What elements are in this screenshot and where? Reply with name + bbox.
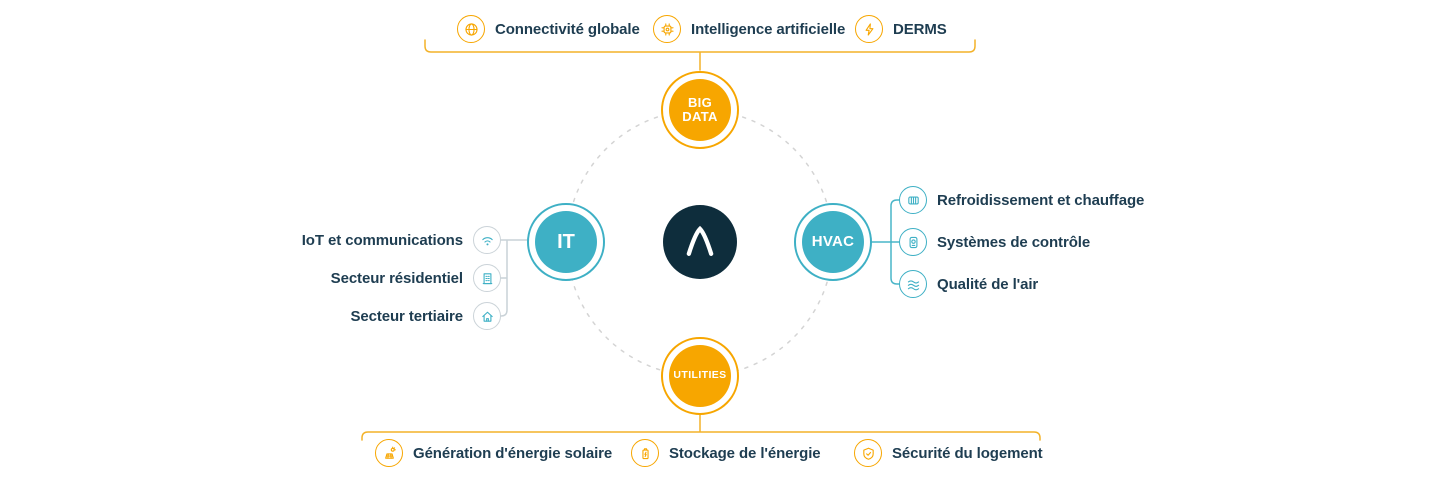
item-label: Connectivité globale (495, 20, 640, 38)
building-icon (473, 264, 501, 292)
item-stockage-energie: Stockage de l'énergie (631, 439, 821, 467)
node-big-data-label: BIG DATA (669, 79, 731, 141)
item-secteur-tertiaire: Secteur tertiaire (350, 302, 501, 330)
item-securite-du-logement: Sécurité du logement (854, 439, 1043, 467)
battery-icon (631, 439, 659, 467)
air-quality-icon (899, 270, 927, 298)
ai-chip-icon (653, 15, 681, 43)
item-label: Secteur tertiaire (350, 307, 463, 325)
control-system-icon (899, 228, 927, 256)
center-logo (663, 205, 737, 279)
item-label: DERMS (893, 20, 947, 38)
item-label: IoT et communications (301, 231, 463, 249)
cooling-heating-icon (899, 186, 927, 214)
node-hvac: HVAC (794, 203, 872, 281)
item-qualite-de-lair: Qualité de l'air (899, 270, 1038, 298)
node-big-data: BIG DATA (661, 71, 739, 149)
item-label: Intelligence artificielle (691, 20, 846, 38)
node-it: IT (527, 203, 605, 281)
solar-panel-icon (375, 439, 403, 467)
item-iot-et-communications: IoT et communications (302, 226, 501, 254)
lightning-icon (855, 15, 883, 43)
node-it-label: IT (535, 211, 597, 273)
item-systemes-de-controle: Systèmes de contrôle (899, 228, 1090, 256)
home-security-icon (854, 439, 882, 467)
item-intelligence-artificielle: Intelligence artificielle (653, 15, 845, 43)
item-refroidissement-chauffage: Refroidissement et chauffage (899, 186, 1144, 214)
item-label: Sécurité du logement (892, 444, 1043, 462)
item-connectivite-globale: Connectivité globale (457, 15, 640, 43)
bottom-bracket-line (361, 414, 1041, 441)
home-icon (473, 302, 501, 330)
globe-icon (457, 15, 485, 43)
logo-a-icon (686, 225, 714, 256)
node-utilities: UTILITIES (661, 337, 739, 415)
item-label: Qualité de l'air (937, 275, 1039, 293)
right-bracket-line (871, 199, 900, 285)
node-utilities-label: UTILITIES (669, 345, 731, 407)
node-hvac-label: HVAC (802, 211, 864, 273)
item-derms: DERMS (855, 15, 947, 43)
left-bracket-line (500, 239, 528, 317)
item-generation-energie-solaire: Génération d'énergie solaire (375, 439, 612, 467)
item-label: Systèmes de contrôle (937, 233, 1091, 251)
top-bracket-line (424, 39, 976, 71)
wifi-icon (473, 226, 501, 254)
item-label: Génération d'énergie solaire (413, 444, 613, 462)
item-secteur-residentiel: Secteur résidentiel (331, 264, 501, 292)
item-label: Stockage de l'énergie (669, 444, 821, 462)
item-label: Secteur résidentiel (330, 269, 463, 287)
item-label: Refroidissement et chauffage (937, 191, 1145, 209)
